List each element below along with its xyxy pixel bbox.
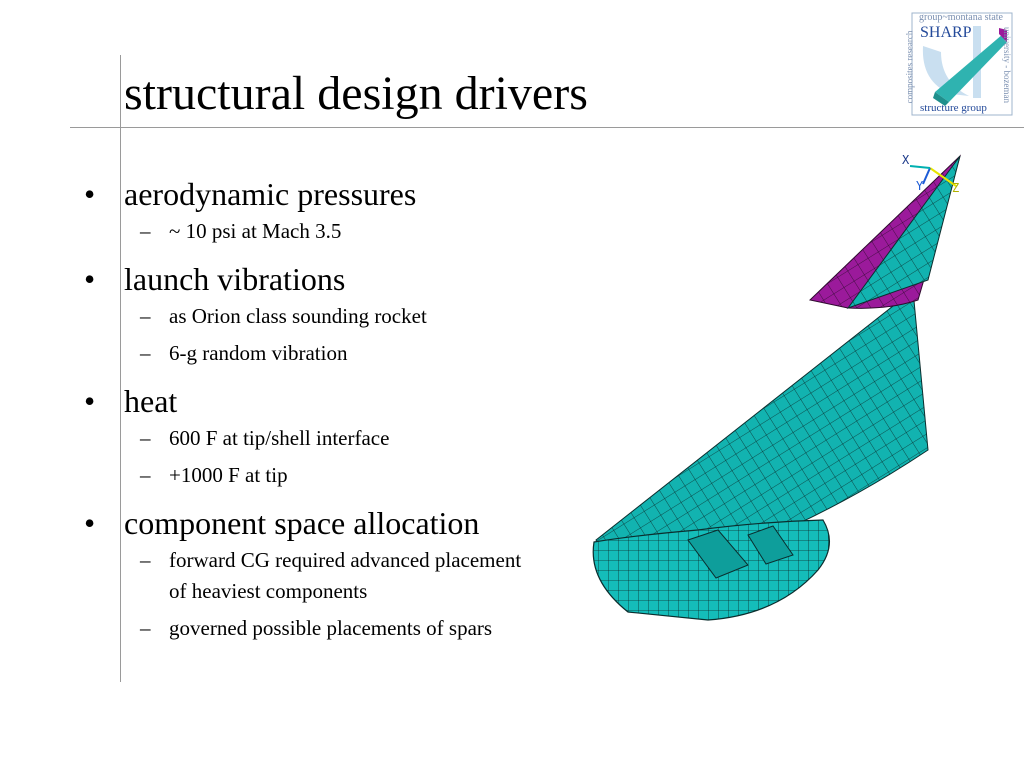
bullet-heat: • heat xyxy=(84,381,584,421)
horizontal-rule xyxy=(70,127,1024,128)
spar-cavity-2 xyxy=(747,525,794,565)
dash: – xyxy=(140,548,151,572)
sub-text: 600 F at tip/shell interface xyxy=(169,426,390,450)
sub-list: –~ 10 psi at Mach 3.5 xyxy=(84,216,584,247)
dash: – xyxy=(140,616,151,640)
axis-z-label: Z xyxy=(952,181,959,195)
sub-text: forward CG required advanced placement o… xyxy=(169,548,522,603)
sub-text: ~ 10 psi at Mach 3.5 xyxy=(169,219,342,243)
bullet-text: component space allocation xyxy=(124,505,480,541)
dash: – xyxy=(140,219,151,243)
logo-graphic xyxy=(911,12,1013,116)
slide-content: • aerodynamic pressures –~ 10 psi at Mac… xyxy=(84,174,584,656)
logo-structure-group: structure group xyxy=(920,102,987,114)
sub-list: –600 F at tip/shell interface –+1000 F a… xyxy=(84,423,584,491)
sub-text: as Orion class sounding rocket xyxy=(169,304,427,328)
logo-ring-left: composites research xyxy=(904,30,915,104)
logo-ring-right: university - bozeman xyxy=(1001,27,1012,103)
sub-text: 6-g random vibration xyxy=(169,341,348,365)
sub-item: –governed possible placements of spars xyxy=(84,613,584,644)
bullet-dot: • xyxy=(84,505,96,541)
sub-item: –~ 10 psi at Mach 3.5 xyxy=(84,216,584,247)
dash: – xyxy=(140,426,151,450)
logo-ring-top: group~montana state xyxy=(919,12,1003,23)
bullet-dot: • xyxy=(84,383,96,419)
bullet-dot: • xyxy=(84,261,96,297)
bullet-text: heat xyxy=(124,383,178,419)
sub-text: +1000 F at tip xyxy=(169,463,288,487)
logo-sharp: SHARP xyxy=(920,24,972,41)
vertical-rule xyxy=(120,55,121,682)
dash: – xyxy=(140,304,151,328)
bullet-component-space-allocation: • component space allocation xyxy=(84,503,584,543)
spar-cavity-1 xyxy=(687,529,749,579)
sub-item: –forward CG required advanced placement … xyxy=(84,545,529,607)
sub-item: –as Orion class sounding rocket xyxy=(84,301,584,332)
sub-item: –600 F at tip/shell interface xyxy=(84,423,584,454)
fem-mesh-figure: X Y Z xyxy=(592,153,962,621)
sub-item: –+1000 F at tip xyxy=(84,460,584,491)
slide-title: structural design drivers xyxy=(124,67,588,120)
bullet-dot: • xyxy=(84,176,96,212)
axis-triad: X Y Z xyxy=(902,153,959,195)
dash: – xyxy=(140,463,151,487)
sub-list: –as Orion class sounding rocket –6-g ran… xyxy=(84,301,584,369)
axis-x-label: X xyxy=(902,153,910,167)
sub-item: –6-g random vibration xyxy=(84,338,584,369)
sub-list: –forward CG required advanced placement … xyxy=(84,545,584,644)
bullet-text: launch vibrations xyxy=(124,261,346,297)
bullet-launch-vibrations: • launch vibrations xyxy=(84,259,584,299)
axis-y-label: Y xyxy=(916,179,924,193)
dash: – xyxy=(140,341,151,365)
sharp-logo: group~montana state composites research … xyxy=(904,12,1013,116)
bullet-aerodynamic-pressures: • aerodynamic pressures xyxy=(84,174,584,214)
bullet-text: aerodynamic pressures xyxy=(124,176,417,212)
sub-text: governed possible placements of spars xyxy=(169,616,493,640)
tip-upper xyxy=(846,155,961,310)
